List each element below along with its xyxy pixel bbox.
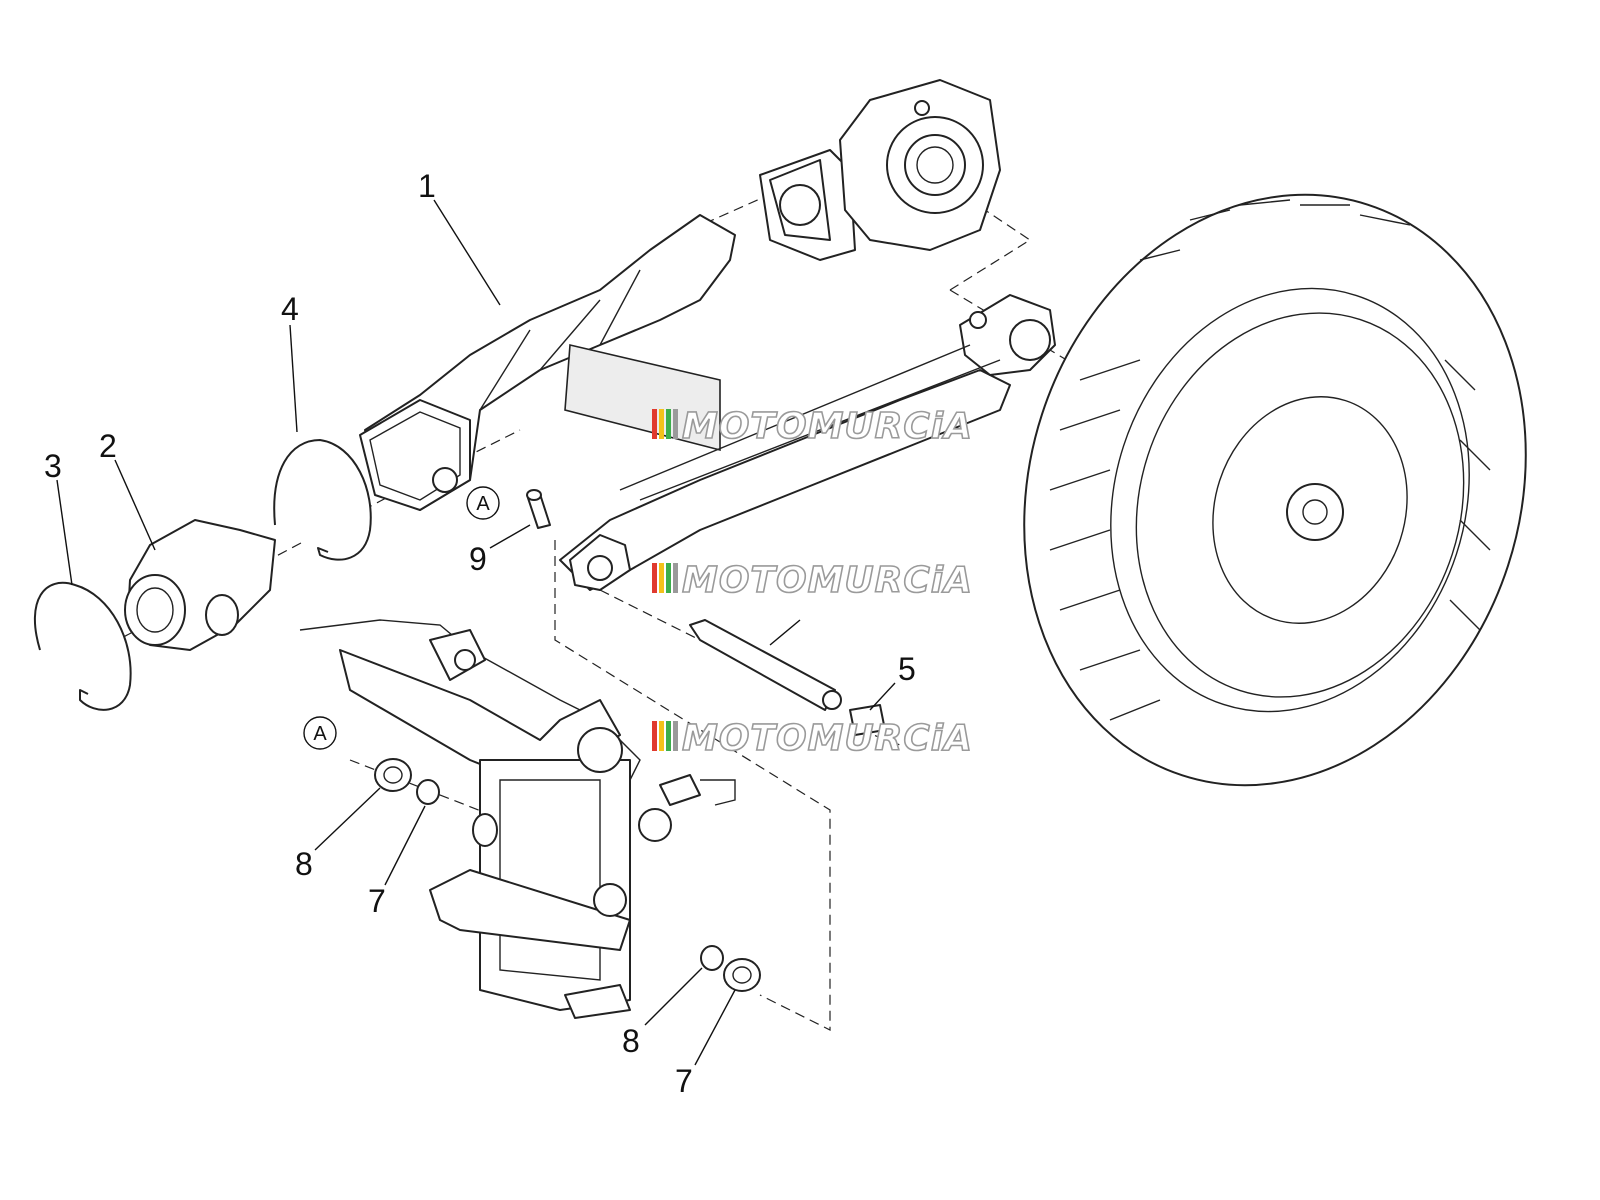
rubber-boot	[124, 519, 276, 651]
bearing-lower	[723, 958, 761, 992]
flag-green	[666, 721, 671, 751]
reference-marker-a-lower: A	[303, 716, 337, 750]
bearing-upper	[374, 758, 412, 792]
callout-7-upper: 7	[368, 883, 386, 919]
bush-lower	[700, 945, 724, 971]
callout-8-lower: 8	[622, 1023, 640, 1059]
callout-5: 5	[898, 651, 916, 687]
final-drive-housing	[759, 79, 1001, 261]
callout-2: 2	[99, 428, 117, 464]
flag-red	[652, 409, 657, 439]
flag-red	[652, 721, 657, 751]
reference-marker-a-upper: A	[466, 486, 500, 520]
flag-grey	[673, 409, 678, 439]
leader-lines	[56, 199, 896, 1066]
circlip-4	[273, 439, 372, 561]
circlip-3	[34, 581, 132, 711]
pivot-axle	[689, 619, 886, 736]
flag-yellow	[659, 721, 664, 751]
bolt	[526, 489, 551, 529]
callout-1: 1	[418, 168, 436, 204]
svg-text:A: A	[476, 493, 490, 515]
svg-text:A: A	[313, 723, 327, 745]
svg-text:MOTOMURCiA: MOTOMURCiA	[682, 406, 973, 447]
svg-text:MOTOMURCiA: MOTOMURCiA	[682, 560, 973, 601]
flag-red	[652, 563, 657, 593]
frame-bracket	[299, 619, 736, 1019]
flag-grey	[673, 721, 678, 751]
flag-yellow	[659, 563, 664, 593]
bush-upper	[416, 779, 440, 805]
flag-yellow	[659, 409, 664, 439]
watermark-1: MOTOMURCiA	[652, 405, 973, 448]
flag-green	[666, 563, 671, 593]
callout-8-upper: 8	[295, 846, 313, 882]
swingarm	[359, 214, 1056, 591]
callout-9: 9	[469, 541, 487, 577]
rear-wheel	[1023, 193, 1527, 787]
callout-4: 4	[281, 291, 299, 327]
callout-3: 3	[44, 448, 62, 484]
watermark-2: MOTOMURCiA	[652, 559, 973, 602]
watermark-3: MOTOMURCiA	[652, 717, 973, 760]
flag-grey	[673, 563, 678, 593]
flag-green	[666, 409, 671, 439]
svg-text:MOTOMURCiA: MOTOMURCiA	[682, 718, 973, 759]
callout-7-lower: 7	[675, 1063, 693, 1099]
